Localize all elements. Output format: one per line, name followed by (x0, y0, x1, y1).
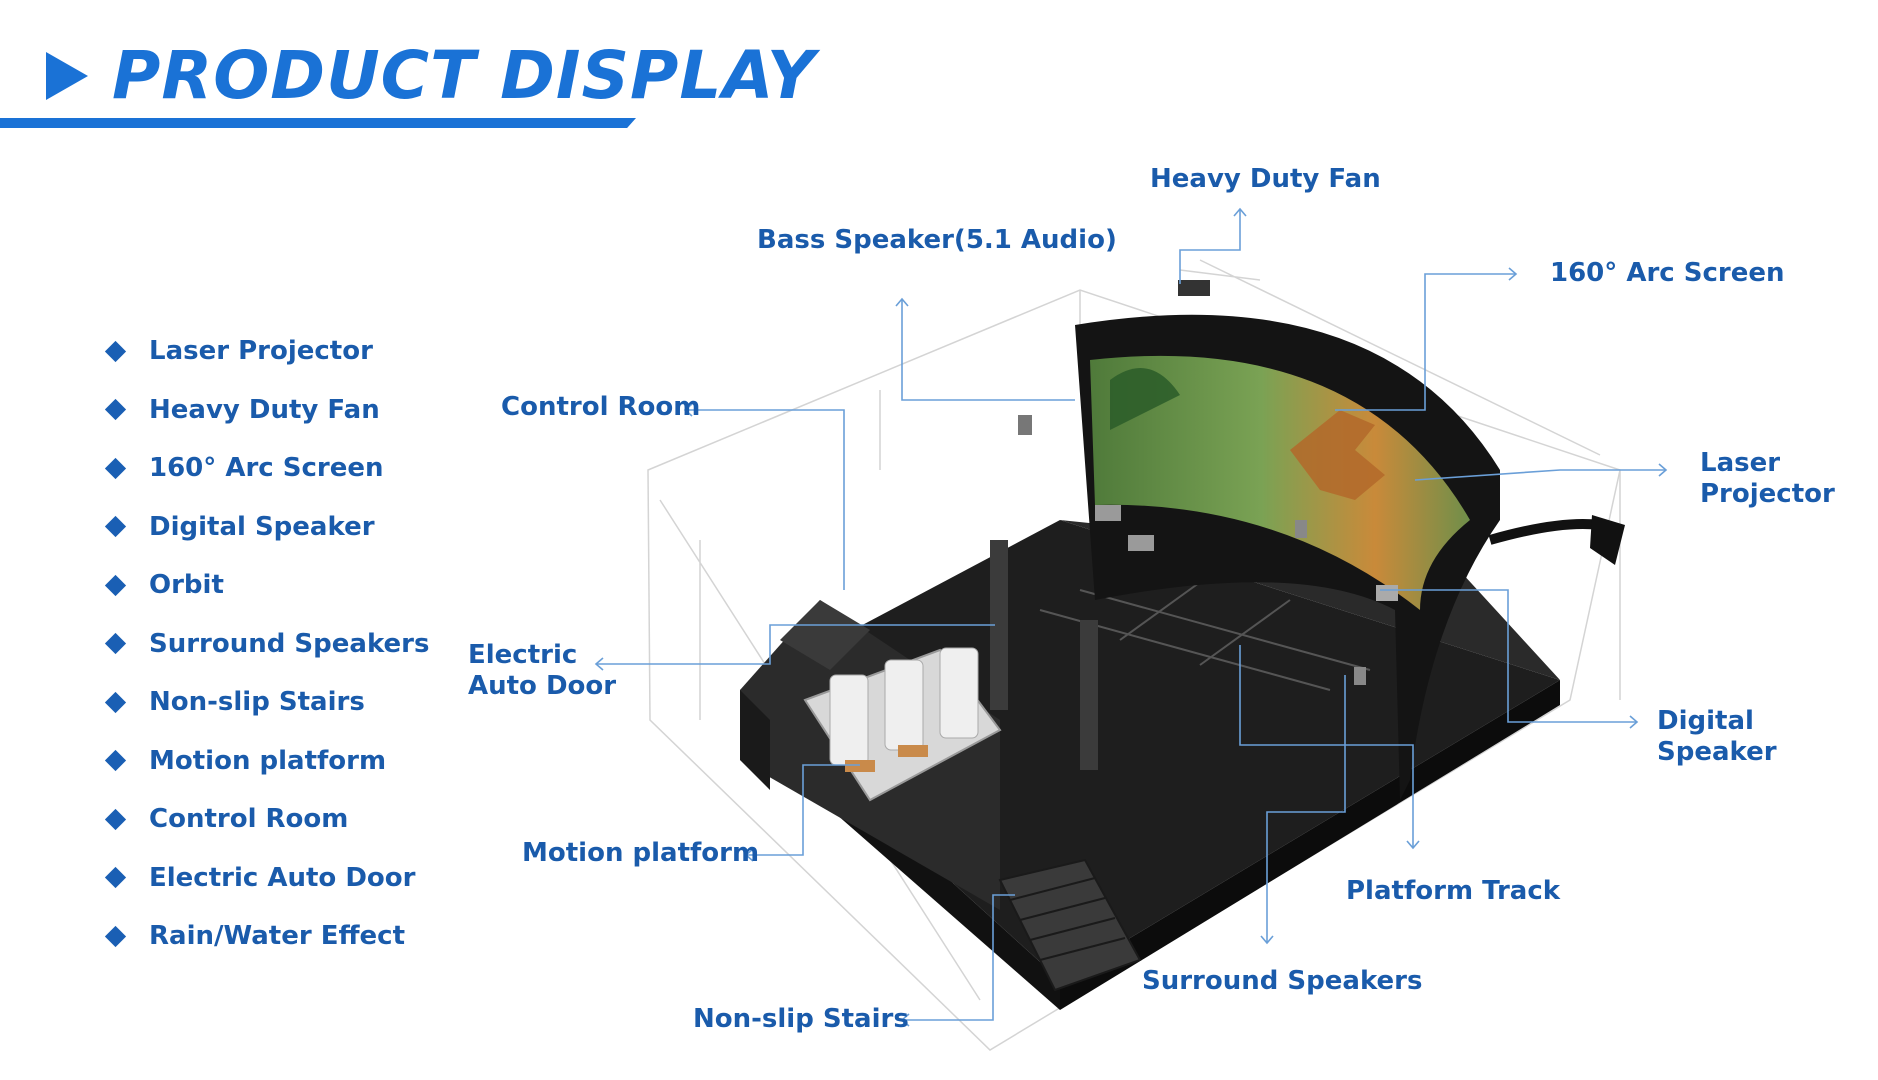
palm-leaf (1110, 368, 1180, 430)
header-underline (0, 118, 636, 128)
motion-platform (803, 647, 1002, 802)
speaker-icon (1295, 520, 1307, 538)
projector-icon (1590, 515, 1625, 565)
list-item: Surround Speakers (104, 615, 429, 674)
auto-door-panel (1080, 620, 1098, 770)
auto-door-panel (990, 540, 1008, 710)
callout-non-slip-stairs: Non-slip Stairs (693, 1004, 909, 1034)
list-item: Electric Auto Door (104, 849, 429, 908)
list-item: Non-slip Stairs (104, 673, 429, 732)
dinosaur-image (1290, 410, 1385, 500)
list-item: Rain/Water Effect (104, 907, 429, 966)
list-item: Motion platform (104, 732, 429, 791)
feature-list: Laser Projector Heavy Duty Fan 160° Arc … (104, 322, 429, 966)
fan-icon (1178, 280, 1210, 296)
projector-arm (1488, 519, 1601, 545)
arc-screen (1090, 355, 1470, 610)
list-item: Orbit (104, 556, 429, 615)
list-item: Control Room (104, 790, 429, 849)
callout-surround-speakers: Surround Speakers (1142, 966, 1423, 996)
list-item: Heavy Duty Fan (104, 381, 429, 440)
list-item: Laser Projector (104, 322, 429, 381)
bass-speaker-icon (1095, 505, 1121, 521)
stairs (998, 858, 1142, 992)
callout-bass-speaker: Bass Speaker(5.1 Audio) (757, 225, 1117, 255)
callout-arc-screen: 160° Arc Screen (1550, 258, 1785, 288)
callout-platform-track: Platform Track (1346, 876, 1561, 906)
list-item: Digital Speaker (104, 498, 429, 557)
callout-heavy-duty-fan: Heavy Duty Fan (1150, 164, 1381, 194)
leader-lines (594, 207, 1668, 1027)
speaker-icon (1018, 415, 1032, 435)
bass-speaker-icon (1128, 535, 1154, 551)
speaker-icon (1354, 667, 1366, 685)
play-arrow-icon (46, 52, 88, 100)
callout-control-room: Control Room (501, 392, 701, 422)
digital-speaker-icon (1376, 585, 1398, 601)
page-title: PRODUCT DISPLAY (112, 37, 816, 114)
page-header: PRODUCT DISPLAY (0, 0, 815, 140)
list-item: 160° Arc Screen (104, 439, 429, 498)
callout-motion-platform: Motion platform (522, 838, 760, 868)
